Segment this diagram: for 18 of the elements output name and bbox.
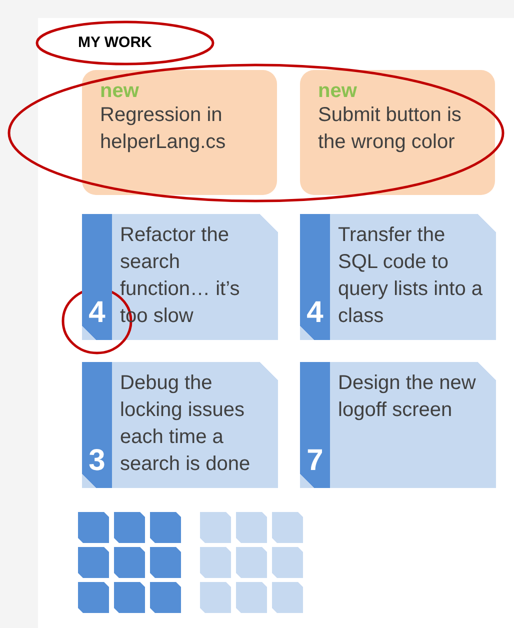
- section-heading: MY WORK: [78, 34, 152, 51]
- status-tag: new: [100, 80, 263, 102]
- estimate-tab: 4: [82, 214, 112, 340]
- task-title: Debug the locking issues each time a search is done: [120, 371, 252, 477]
- estimate-tab: 4: [300, 214, 330, 340]
- estimate-tab: 3: [82, 362, 112, 488]
- task-title: Transfer the SQL code to query lists into a class: [338, 223, 484, 329]
- task-title: Regression in helperLang.cs: [100, 103, 227, 155]
- task-card: [300, 362, 496, 488]
- task-card: [300, 214, 496, 340]
- status-tag: new: [318, 80, 481, 102]
- task-card: [82, 362, 278, 488]
- task-title: Design the new logoff screen: [338, 371, 477, 423]
- new-item-card: [82, 70, 277, 195]
- estimate-tab: 7: [300, 362, 330, 488]
- new-item-card: [300, 70, 495, 195]
- task-card: [82, 214, 278, 340]
- task-title: Submit button is the wrong color: [318, 103, 462, 155]
